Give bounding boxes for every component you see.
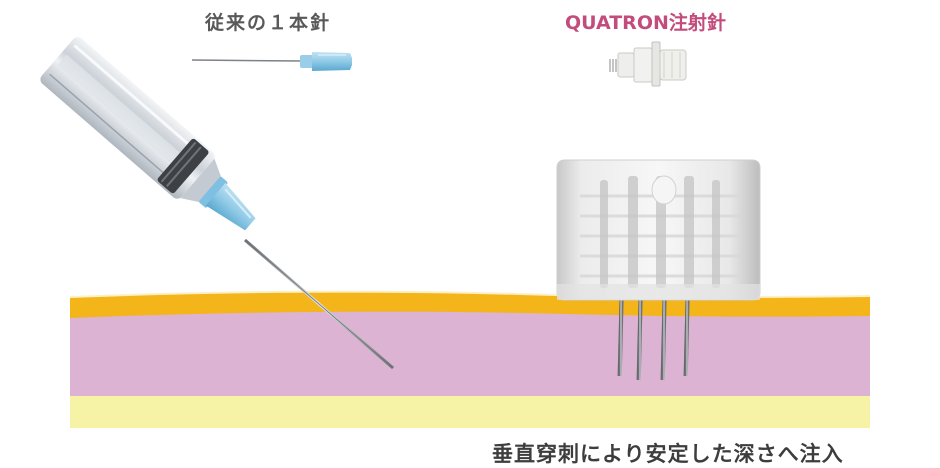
caption: 垂直穿刺により安定した深さへ注入 [492,442,844,466]
quatron-head-icon [556,159,761,381]
quatron-needle-label: QUATRON注射針 [565,12,726,34]
conventional-needle-label: 従来の１本針 [205,12,332,34]
dermis-layer [70,308,870,396]
syringe-icon [40,37,394,370]
quatron-needle-icon [609,41,687,87]
single-needle-icon [191,52,352,71]
skin-layers [69,290,871,428]
quatron-needles [617,293,690,381]
subcutis-layer [70,395,870,428]
